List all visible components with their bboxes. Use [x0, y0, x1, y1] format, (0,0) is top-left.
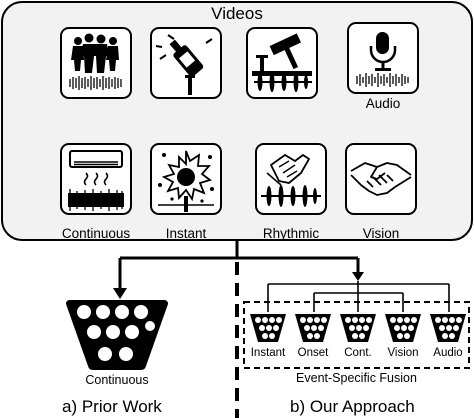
- module-label-cont: Cont.: [344, 347, 372, 359]
- hand-scrape-card: [255, 143, 327, 215]
- bottle-icon: [155, 34, 213, 95]
- fusion-box: [243, 301, 470, 369]
- module-label-instant: Instant: [250, 347, 286, 359]
- module-network-audio: [430, 314, 466, 342]
- prior-work-caption: a) Prior Work: [62, 397, 162, 416]
- module-network-vision: [385, 314, 421, 342]
- module-network-cont: [340, 314, 376, 342]
- hammer-card: [246, 27, 318, 99]
- prior-work-network-label: Continuous: [85, 373, 149, 387]
- hand-icon: [261, 153, 321, 207]
- prior-work-arrowhead: [113, 288, 127, 299]
- vision-label: Vision: [362, 226, 400, 241]
- microphone-icon: [356, 32, 409, 87]
- crowd-icon: [69, 33, 122, 90]
- our-approach-caption: b) Our Approach: [290, 397, 415, 416]
- videos-title: Videos: [211, 4, 263, 23]
- audio-label: Audio: [365, 96, 401, 111]
- handshake-icon: [350, 162, 412, 196]
- module-network-onset: [295, 314, 331, 342]
- explosion-icon: [158, 150, 214, 212]
- air-conditioner-icon: [68, 150, 124, 211]
- module-label-onset: Onset: [297, 347, 329, 359]
- fusion-routing: [267, 281, 450, 312]
- hammer-icon: [252, 33, 312, 92]
- handshake-card: [345, 143, 417, 215]
- approach-networks: [250, 314, 466, 342]
- approach-arrowhead: [352, 272, 364, 281]
- crowd-card: [60, 27, 132, 99]
- module-network-instant: [250, 314, 286, 342]
- module-label-audio: Audio: [433, 347, 463, 359]
- air-conditioner-card: [60, 143, 132, 215]
- prior-work-network: [66, 300, 168, 370]
- microphone-card: [347, 22, 419, 94]
- instant-label: Instant: [165, 226, 207, 241]
- module-label-vision: Vision: [387, 347, 419, 359]
- continuous-label: Continuous: [61, 226, 131, 241]
- fusion-label: Event-Specific Fusion: [296, 371, 417, 385]
- explosion-card: [150, 143, 222, 215]
- bottle-card: [150, 27, 222, 99]
- rhythmic-label: Rhythmic: [262, 226, 320, 241]
